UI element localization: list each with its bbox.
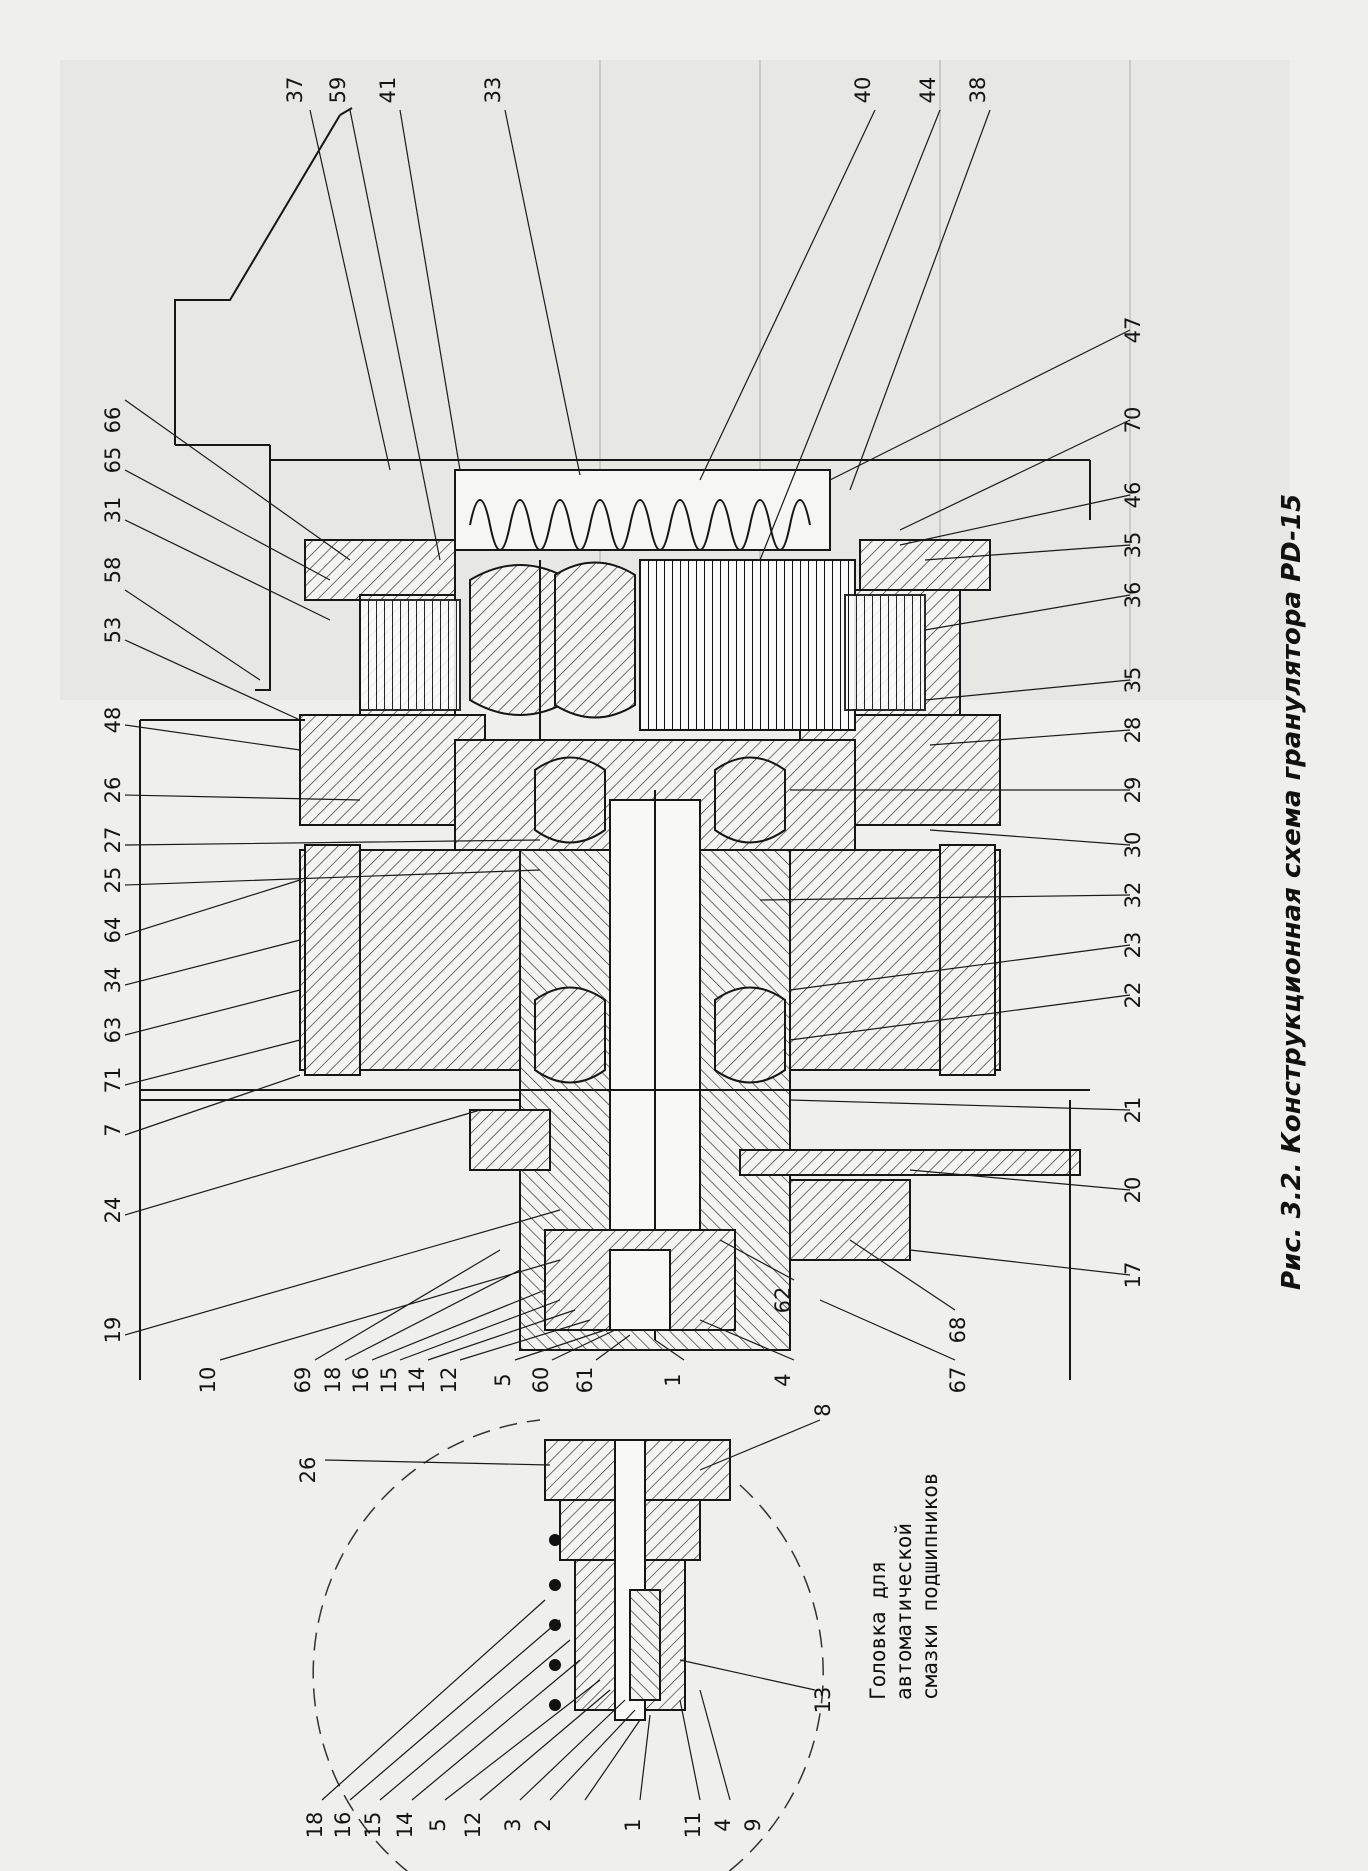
label-68: 68 — [946, 1317, 970, 1344]
label-69: 69 — [291, 1367, 315, 1394]
label-63: 63 — [101, 1017, 125, 1044]
upper-housing — [454, 469, 831, 551]
detail-label-26: 26 — [296, 1457, 320, 1484]
label-36: 36 — [1121, 582, 1145, 609]
detail-note-line-3: смазки подшипников — [918, 1472, 942, 1700]
label-1: 1 — [661, 1373, 685, 1386]
label-38: 38 — [966, 77, 990, 104]
label-19: 19 — [101, 1317, 125, 1344]
label-31: 31 — [101, 497, 125, 524]
base-frame — [139, 1089, 1090, 1380]
label-16: 16 — [349, 1367, 373, 1394]
label-46: 46 — [1121, 482, 1145, 509]
label-7: 7 — [101, 1123, 125, 1136]
detail-note: Головка для автоматической смазки подшип… — [866, 1472, 942, 1700]
detail-label-16: 16 — [331, 1812, 355, 1839]
label-15: 15 — [377, 1367, 401, 1394]
detail-view: 26 8 13 18 16 15 14 5 12 3 2 1 11 4 9 — [296, 1403, 835, 1871]
label-25: 25 — [101, 867, 125, 894]
label-66: 66 — [101, 407, 125, 434]
detail-label-18: 18 — [303, 1812, 327, 1839]
label-40: 40 — [851, 77, 875, 104]
detail-label-14: 14 — [393, 1812, 417, 1839]
label-18: 18 — [321, 1367, 345, 1394]
callouts-right: 47 70 46 35 36 35 28 29 30 32 23 22 21 2… — [759, 317, 1145, 1394]
label-71: 71 — [101, 1067, 125, 1094]
feed-hopper — [174, 107, 1091, 691]
label-37: 37 — [283, 77, 307, 104]
detail-label-4: 4 — [711, 1818, 735, 1831]
gear-teeth — [304, 844, 996, 1076]
label-27: 27 — [101, 827, 125, 854]
detail-label-3: 3 — [501, 1818, 525, 1831]
label-22: 22 — [1121, 982, 1145, 1009]
label-67: 67 — [946, 1367, 970, 1394]
detail-label-8: 8 — [811, 1403, 835, 1416]
label-64: 64 — [101, 917, 125, 944]
detail-note-line-1: Головка для — [866, 1561, 890, 1700]
label-62: 62 — [771, 1287, 795, 1314]
label-10: 10 — [196, 1367, 220, 1394]
callouts-left: 53 58 31 65 66 48 26 27 25 64 34 63 71 7… — [101, 399, 795, 1394]
label-48: 48 — [101, 707, 125, 734]
detail-label-11: 11 — [681, 1812, 705, 1839]
figure-caption: Рис. 3.2. Конструкционная схема гранулят… — [1277, 494, 1307, 1290]
label-47: 47 — [1121, 317, 1145, 344]
label-12: 12 — [437, 1367, 461, 1394]
die-ring — [359, 559, 926, 731]
label-4: 4 — [771, 1373, 795, 1386]
grease-fittings — [549, 1534, 561, 1711]
label-5: 5 — [491, 1373, 515, 1386]
label-26: 26 — [101, 777, 125, 804]
label-60: 60 — [529, 1367, 553, 1394]
label-17: 17 — [1121, 1262, 1145, 1289]
label-34: 34 — [101, 967, 125, 994]
detail-label-12: 12 — [461, 1812, 485, 1839]
label-23: 23 — [1121, 932, 1145, 959]
label-59: 59 — [326, 77, 350, 104]
label-65: 65 — [101, 447, 125, 474]
label-33: 33 — [481, 77, 505, 104]
label-61: 61 — [573, 1367, 597, 1394]
label-70: 70 — [1121, 407, 1145, 434]
label-41: 41 — [376, 77, 400, 104]
detail-label-15: 15 — [361, 1812, 385, 1839]
detail-note-line-2: автоматической — [892, 1523, 916, 1700]
detail-label-2: 2 — [531, 1818, 555, 1831]
press-rollers — [469, 560, 636, 760]
callouts-top: 37 59 41 33 40 44 38 — [283, 77, 991, 561]
detail-label-5: 5 — [426, 1818, 450, 1831]
detail-label-9: 9 — [741, 1818, 765, 1831]
label-44: 44 — [916, 77, 940, 104]
label-24: 24 — [101, 1197, 125, 1224]
label-58: 58 — [101, 557, 125, 584]
detail-label-1: 1 — [621, 1818, 645, 1831]
lower-bearing-cap — [544, 1229, 736, 1331]
label-53: 53 — [101, 617, 125, 644]
detail-label-13: 13 — [811, 1687, 835, 1714]
label-14: 14 — [405, 1367, 429, 1394]
